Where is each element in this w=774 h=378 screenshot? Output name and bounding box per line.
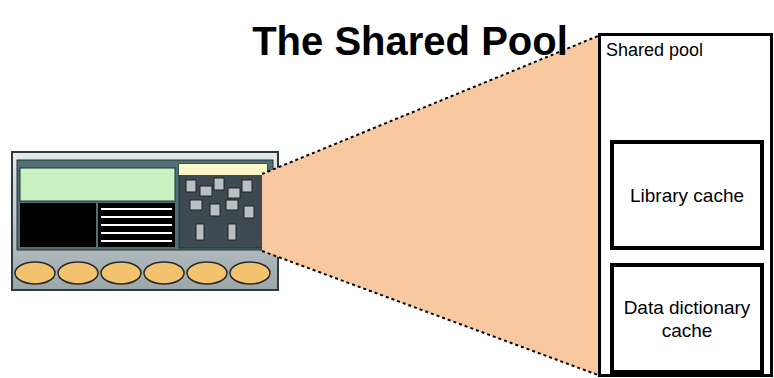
process-ellipses bbox=[15, 262, 270, 284]
black-area bbox=[20, 203, 96, 247]
shared-pool-box: Shared poolLibrary cacheData dictionary … bbox=[598, 33, 773, 377]
case bbox=[12, 152, 278, 290]
node-label: Library cache bbox=[624, 184, 750, 207]
cache-box: Data dictionary cache bbox=[610, 263, 764, 374]
zoom-line bbox=[262, 251, 598, 375]
list-lines bbox=[101, 209, 172, 241]
panel bbox=[17, 160, 273, 250]
pool-blocks bbox=[186, 178, 254, 240]
green-area bbox=[20, 168, 175, 201]
node-label: Data dictionary cache bbox=[614, 296, 760, 342]
yellow-strip bbox=[179, 164, 267, 175]
title: The Shared Pool bbox=[220, 18, 600, 64]
list-area bbox=[98, 203, 175, 247]
cache-box: Library cache bbox=[610, 140, 764, 250]
sga-illustration bbox=[12, 152, 278, 290]
pool-area bbox=[179, 164, 267, 248]
node-label: Shared pool bbox=[606, 39, 703, 61]
zoom-fan bbox=[262, 36, 598, 375]
